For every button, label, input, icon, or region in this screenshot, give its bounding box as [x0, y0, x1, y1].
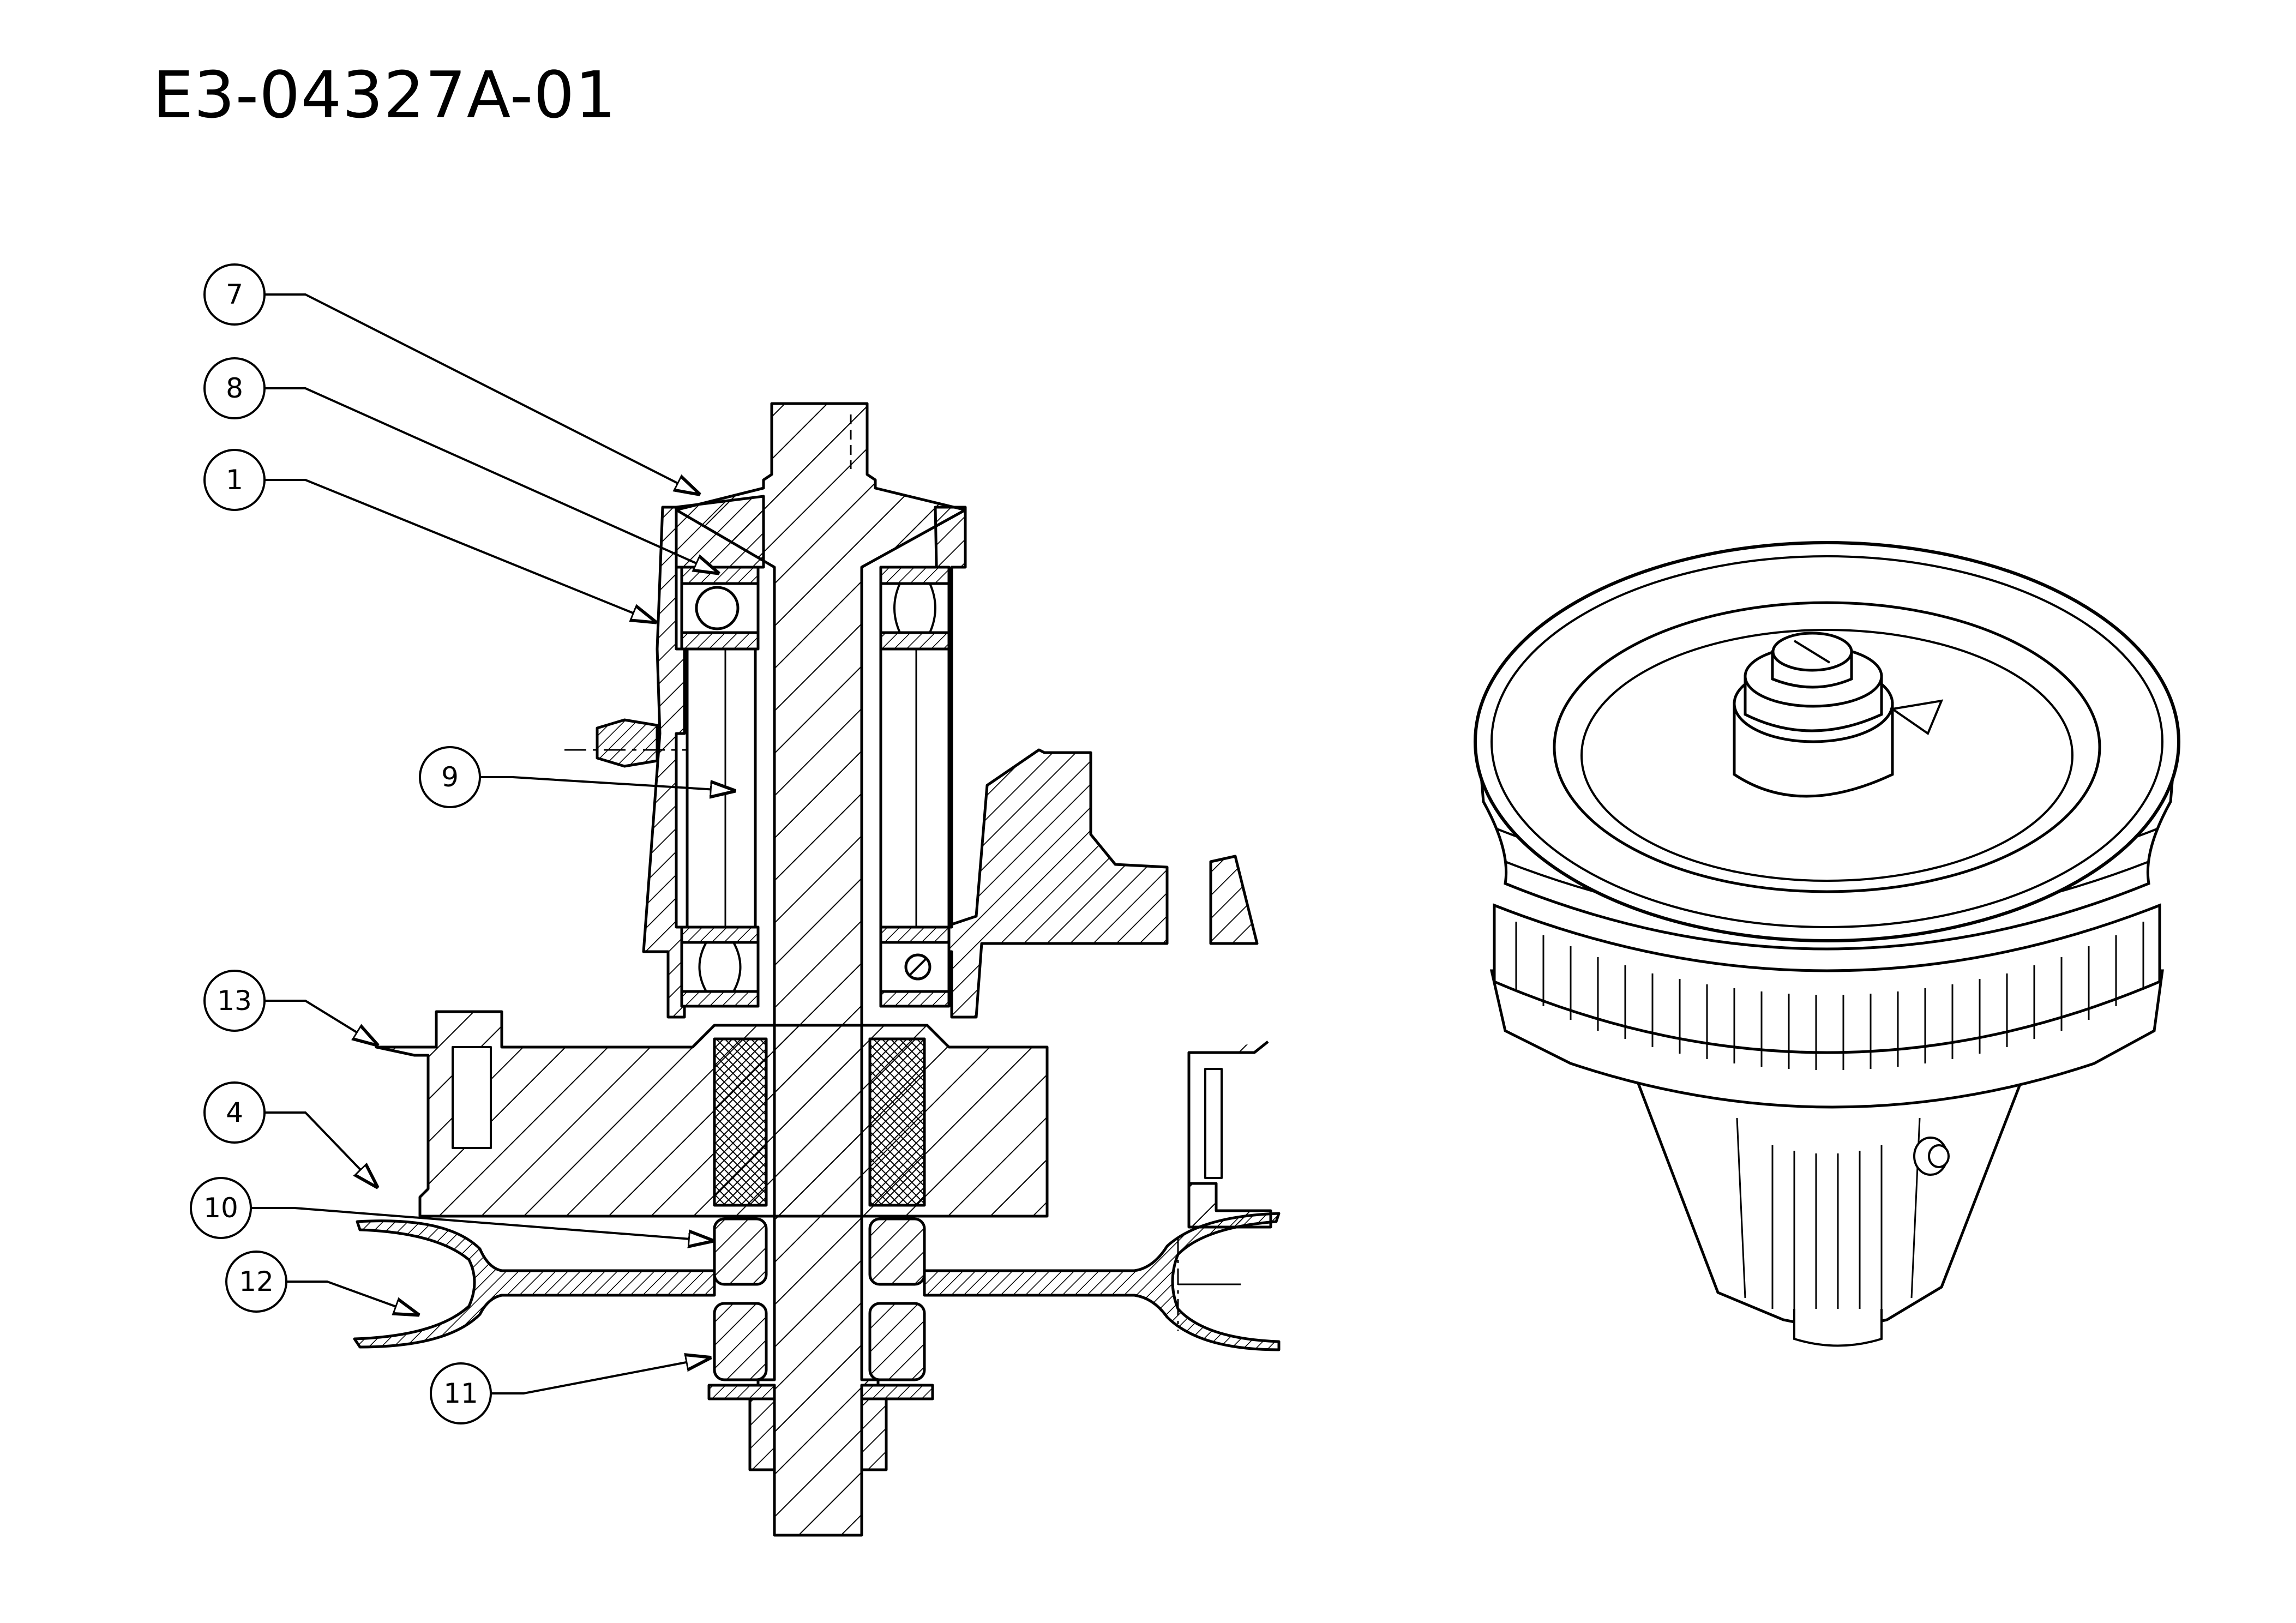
svg-text:1: 1: [226, 464, 243, 496]
callout-bubble-1: 1: [203, 449, 266, 511]
lower-bearing: [680, 925, 951, 1008]
callout-bubble-12: 12: [225, 1251, 287, 1313]
svg-text:12: 12: [239, 1266, 274, 1297]
callout-bubble-8: 8: [203, 357, 266, 419]
svg-text:9: 9: [441, 761, 459, 793]
bottom-hub: [1793, 1309, 1883, 1347]
svg-text:4: 4: [226, 1097, 243, 1128]
svg-text:8: 8: [226, 372, 243, 404]
side-grease-fitting: [1913, 1137, 1950, 1176]
callout-bubble-13: 13: [203, 970, 266, 1032]
callout-bubble-7: 7: [203, 263, 266, 326]
housing-right-wall: [934, 506, 1169, 1019]
callout-bubble-10: 10: [190, 1177, 252, 1239]
ring-teeth: [1515, 922, 2144, 1070]
callout-bubble-11: 11: [430, 1362, 492, 1424]
toothed-ring: [1493, 903, 2161, 1054]
housing-ribs: [1736, 1117, 1921, 1328]
pulley-assembly-view: [1474, 541, 2180, 1347]
spindle-shaft: [675, 402, 967, 1537]
callout-bubble-4: 4: [203, 1081, 266, 1144]
cutting-blade: [353, 1212, 1281, 1351]
grease-fitting: [596, 718, 659, 768]
svg-text:7: 7: [226, 279, 243, 310]
center-nut: [1733, 632, 1944, 798]
svg-text:10: 10: [203, 1192, 238, 1224]
callout-leaders: [251, 293, 734, 1394]
document-code: E3-04327A-01: [153, 57, 617, 133]
svg-text:13: 13: [217, 985, 252, 1017]
mount-tab: [1209, 855, 1259, 945]
svg-text:11: 11: [443, 1378, 478, 1409]
blade-centerline-marker: [1177, 1238, 1241, 1331]
cross-section-view: [353, 402, 1281, 1537]
hub-sleeve: [707, 1037, 934, 1471]
callout-bubble-9: 9: [419, 746, 481, 808]
